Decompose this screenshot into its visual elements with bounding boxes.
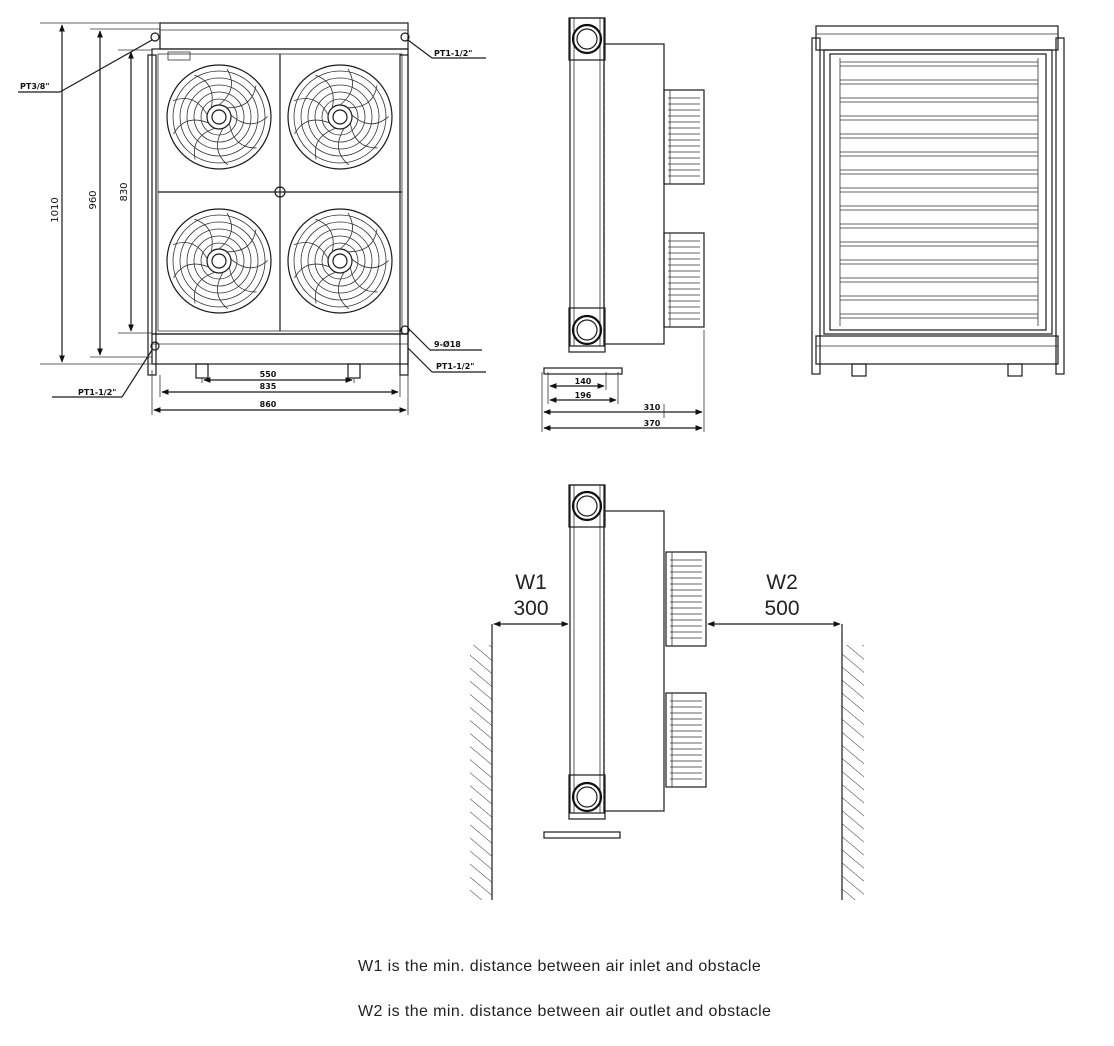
label-port-top-left: PT3/8" xyxy=(20,82,50,91)
back-view xyxy=(811,25,1065,377)
note-w2: W2 is the min. distance between air outl… xyxy=(358,1003,772,1020)
wall-right xyxy=(842,645,864,900)
dim-550: 550 xyxy=(260,370,277,379)
side-view: 140 196 310 370 xyxy=(541,16,705,432)
dim-370: 370 xyxy=(644,419,661,428)
w1-value: 300 xyxy=(513,597,548,620)
wall-left xyxy=(470,645,492,900)
dim-width: 860 xyxy=(260,400,277,409)
fin-lines xyxy=(839,58,1039,326)
dim-140: 140 xyxy=(575,377,592,386)
fan-icon xyxy=(287,64,393,170)
label-port-bottom-left: PT1-1/2" xyxy=(78,388,116,397)
dim-total-height: 1010 xyxy=(50,197,61,222)
dim-196: 196 xyxy=(575,391,592,400)
dim-height-960: 960 xyxy=(88,190,99,209)
front-view: 1010 960 830 550 835 860 PT1-1/2" PT3/8"… xyxy=(18,22,486,415)
dim-height-830: 830 xyxy=(119,182,130,201)
clearance-view: W1 300 W2 500 xyxy=(470,483,864,900)
fan-icon xyxy=(166,208,272,314)
note-w1: W1 is the min. distance between air inle… xyxy=(358,958,762,975)
fan-icon xyxy=(166,64,272,170)
w2-value: 500 xyxy=(764,597,799,620)
label-port-top-right: PT1-1/2" xyxy=(434,49,472,58)
label-mount-holes: 9-Ø18 xyxy=(434,339,461,349)
label-port-bottom-right: PT1-1/2" xyxy=(436,362,474,371)
w2-label: W2 xyxy=(766,571,798,594)
fan-icon xyxy=(287,208,393,314)
w1-label: W1 xyxy=(515,571,547,594)
dim-835: 835 xyxy=(260,382,277,391)
dim-310: 310 xyxy=(644,403,661,412)
